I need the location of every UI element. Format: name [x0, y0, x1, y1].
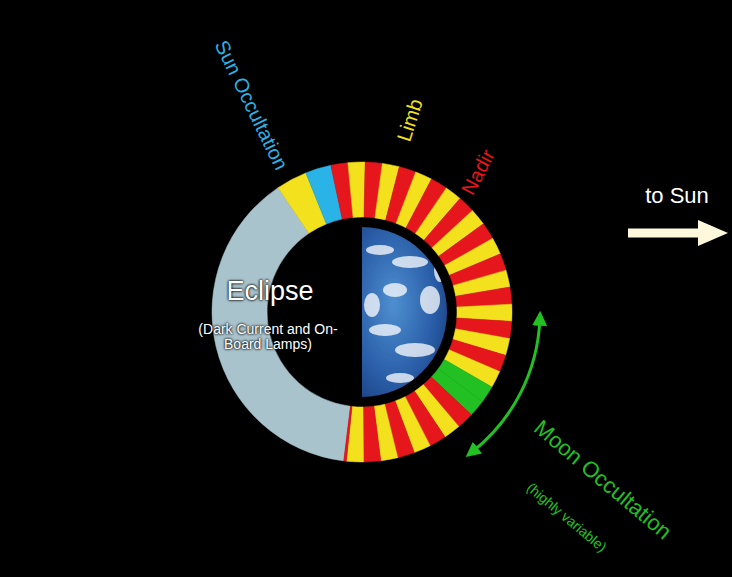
cloud: [383, 283, 407, 297]
moon-variability-note: (highly variable): [523, 480, 609, 555]
cloud: [434, 258, 446, 282]
ring-segment: [344, 406, 352, 461]
moon-occultation-label: Moon Occultation: [530, 416, 677, 545]
sun-arrow-head: [698, 220, 728, 246]
moon-occultation-arrow: [472, 318, 540, 452]
cloud: [392, 256, 428, 268]
ring-segment: [456, 287, 512, 307]
sun-arrow-shaft: [628, 229, 700, 238]
earth-picture: [362, 227, 452, 397]
sun-direction-label: to Sun: [645, 184, 709, 208]
ring-segment: [348, 162, 365, 217]
orbit-ring: [212, 162, 512, 462]
eclipse-label: Eclipse: [226, 277, 313, 307]
cloud: [395, 343, 435, 357]
limb-label: Limb: [393, 96, 427, 144]
sun-occultation-label: Sun Occultation: [211, 37, 293, 174]
nadir-label: Nadir: [457, 146, 499, 199]
cloud: [364, 293, 380, 317]
ring-segment: [363, 406, 381, 462]
cloud: [386, 373, 414, 383]
eclipse-note: (Dark Current and On-Board Lamps): [183, 322, 353, 353]
cloud: [369, 324, 401, 336]
cloud: [420, 286, 440, 314]
cloud: [366, 245, 394, 255]
